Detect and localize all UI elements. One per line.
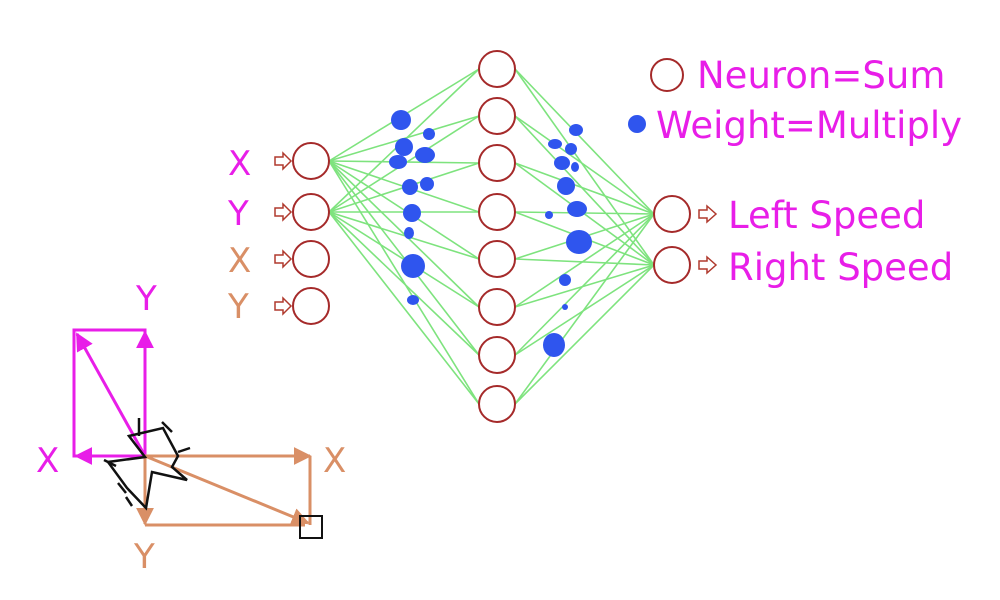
connection-line	[514, 213, 655, 405]
output-neuron	[653, 246, 691, 284]
weight-dot	[554, 156, 570, 170]
input-arrow-icon	[274, 151, 293, 171]
weight-dot	[404, 227, 414, 239]
hidden-neuron	[478, 144, 516, 182]
output-layer	[653, 195, 691, 284]
weight-dot	[571, 162, 579, 172]
hidden-neuron	[478, 336, 516, 374]
output-label-right-speed: Right Speed	[728, 246, 953, 289]
weight-dot	[415, 147, 435, 163]
target-icon	[299, 515, 323, 539]
hidden-neuron	[478, 97, 516, 135]
weight-dot	[543, 333, 565, 357]
weight-dot	[545, 211, 553, 219]
weight-dot	[567, 201, 587, 217]
weight-dot	[565, 143, 577, 155]
hidden-neuron	[478, 240, 516, 278]
weight-dot	[391, 110, 411, 130]
magenta-diagonal-arrow	[75, 332, 147, 457]
weight-dot	[403, 204, 421, 222]
connection-line	[514, 264, 655, 405]
vector-diagram: Y X X Y	[36, 279, 346, 577]
output-neuron	[653, 195, 691, 233]
tan-x-label: X	[323, 441, 346, 481]
hidden-layer	[478, 50, 516, 423]
weight-dot	[402, 179, 418, 195]
output-label-left-speed: Left Speed	[728, 194, 925, 237]
tan-y-label: Y	[133, 537, 155, 577]
hidden-neuron	[478, 288, 516, 326]
magenta-x-label: X	[36, 441, 59, 481]
connection-line	[328, 211, 480, 356]
weight-dot	[407, 295, 419, 305]
connection-line	[328, 211, 480, 405]
hidden-neuron	[478, 50, 516, 88]
connection-line	[514, 115, 655, 215]
connection-line	[514, 68, 655, 266]
input-arrow-icon	[274, 296, 293, 316]
hidden-neuron	[478, 385, 516, 423]
weight-dot	[395, 138, 413, 156]
weight-dot	[566, 230, 592, 254]
neurons	[292, 50, 691, 423]
input-neuron	[292, 240, 330, 278]
weight-dot	[389, 155, 407, 169]
connection-line	[514, 213, 655, 308]
output-arrow-icon	[698, 255, 718, 275]
connection-line	[514, 115, 655, 266]
input-layer	[292, 142, 330, 325]
weight-dot	[420, 177, 434, 191]
connection-line	[514, 213, 655, 356]
connection-line	[514, 258, 655, 266]
input-label-x: X	[228, 241, 251, 281]
weight-dot	[548, 139, 562, 149]
legend-weight-icon	[628, 115, 646, 133]
input-label-y: Y	[227, 287, 249, 327]
connection-line	[328, 160, 480, 308]
output-arrow-icon	[698, 204, 718, 224]
input-arrow-icon	[274, 249, 293, 269]
weight-dot	[557, 177, 575, 195]
connection-line	[514, 264, 655, 308]
input-label-y: Y	[227, 194, 249, 234]
connection-line	[328, 211, 480, 260]
legend-neuron-label: Neuron=Sum	[697, 54, 945, 97]
legend-weight-label: Weight=Multiply	[656, 104, 962, 147]
legend-neuron-icon	[650, 58, 684, 92]
weight-dot	[401, 254, 425, 278]
weight-dot	[569, 124, 583, 136]
input-arrow-icon	[274, 202, 293, 222]
output-labels: Left Speed Right Speed	[698, 194, 953, 289]
hidden-neuron	[478, 193, 516, 231]
input-neuron	[292, 287, 330, 325]
connection-line	[328, 160, 480, 356]
weight-dot	[423, 128, 435, 140]
input-neuron	[292, 193, 330, 231]
input-label-x: X	[228, 144, 251, 184]
connection-line	[514, 162, 655, 215]
weight-dot	[559, 274, 571, 286]
robot-icon	[103, 418, 191, 511]
connection-line	[514, 68, 655, 215]
tan-diagonal-arrow	[144, 454, 310, 526]
legend: Neuron=Sum Weight=Multiply	[628, 54, 962, 147]
input-neuron	[292, 142, 330, 180]
magenta-y-label: Y	[135, 279, 157, 319]
input-labels: X Y X Y	[227, 144, 293, 327]
weight-dots	[389, 110, 592, 357]
weight-dot	[562, 304, 568, 310]
